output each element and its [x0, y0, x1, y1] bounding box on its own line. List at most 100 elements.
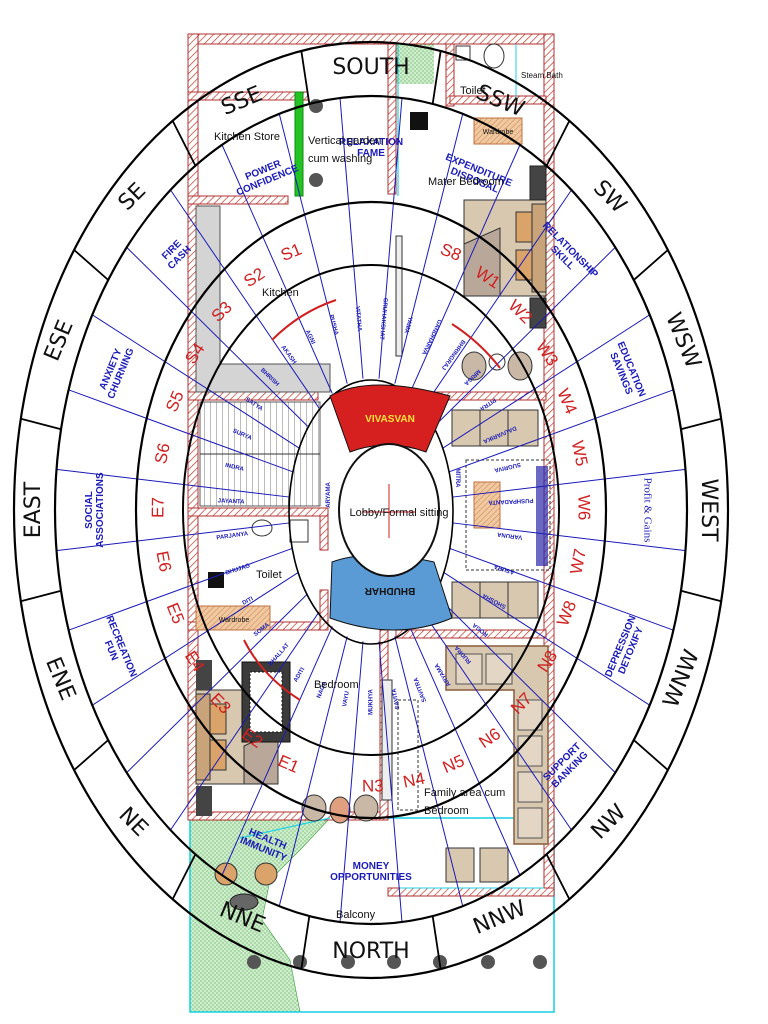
direction-label-east: EAST: [21, 481, 46, 538]
sector-line: [452, 468, 686, 498]
zone-label-e7: E7: [148, 497, 167, 518]
direction-label-ese: ESE: [40, 317, 79, 365]
direction-divider: [431, 50, 442, 105]
deity-label-vayu: VAYU: [342, 691, 351, 708]
deity-label-varuna: VARUNA: [496, 530, 522, 539]
wardrobe-left-box: [195, 605, 271, 631]
bedroom-chairs: [301, 794, 379, 824]
direction-divider: [171, 853, 197, 900]
l-sofa: [445, 645, 549, 883]
cum-washing-label: cum washing: [308, 153, 372, 165]
outer-ring: [12, 40, 730, 980]
sector-line: [449, 547, 674, 631]
wardrobe-top-label: Wardrobe: [483, 129, 514, 136]
direction-divider: [545, 120, 571, 167]
kitchen-store-label: Kitchen Store: [214, 131, 280, 143]
zone-label-n5: N5: [440, 751, 467, 777]
direction-label-north: NORTH: [332, 939, 409, 964]
room-labels: Kitchen Store Vertical garden cum washin…: [214, 71, 563, 921]
sector-line: [378, 97, 403, 379]
deity-label-savitra: SAVITRA: [413, 676, 428, 703]
vivasvan-shape: [329, 384, 451, 453]
sector-line: [68, 547, 293, 631]
direction-boundaries: [20, 50, 722, 970]
tv-unit-top: [410, 112, 428, 130]
direction-label-nnw: NNW: [470, 896, 530, 940]
direction-divider: [680, 417, 722, 431]
wall-bottom-right: [387, 887, 555, 897]
direction-label-south: SOUTH: [332, 55, 409, 80]
wall-stub-1: [319, 589, 329, 631]
wall-toilet-right: [319, 515, 329, 551]
sector-line: [452, 522, 686, 552]
deity-ring: [182, 264, 560, 756]
sector-lines: [56, 97, 686, 923]
toilet-left-label: Toilet: [256, 569, 282, 581]
direction-divider: [300, 50, 311, 105]
direction-divider: [20, 589, 62, 603]
deity-label-indra: INDRA: [224, 463, 245, 473]
steam-bath-label: Steam Bath: [521, 71, 563, 80]
meaning-ring: [134, 200, 608, 820]
potted-plants: [247, 99, 547, 969]
sector-line: [422, 611, 572, 831]
sector-line: [434, 593, 616, 773]
meaning-text: Profit & Gains: [641, 478, 653, 543]
wall-master-divider: [387, 43, 397, 195]
sector-line: [339, 97, 364, 379]
family-bedroom-label: Bedroom: [424, 805, 469, 817]
vastu-overlay: VIVASVAN BHUDHAR Lobby/Formal sitting AR…: [12, 40, 730, 980]
wall-family-top: [395, 629, 547, 639]
kitchen-label: Kitchen: [262, 287, 299, 299]
master-bedroom-label: Mater Bedroom: [428, 176, 504, 188]
balcony-seating: [214, 862, 278, 911]
direction-label-ene: ENE: [40, 654, 80, 704]
deity-label-agni: AGNI: [304, 329, 316, 345]
zone-label-w3: W3: [532, 338, 562, 370]
mitra-label: MITRA: [454, 469, 460, 489]
wall-steam: [445, 43, 455, 107]
meaning-label-west: Profit & Gains: [641, 478, 653, 543]
dining-outline: [397, 699, 419, 811]
sector-line: [92, 571, 299, 706]
direction-divider: [73, 249, 109, 281]
sector-line: [278, 636, 348, 907]
sector-line: [170, 611, 320, 831]
sector-line: [339, 641, 364, 923]
zone-label-w5: W5: [568, 439, 592, 468]
deity-label-gruhakshat: GRUHAKSHAT: [378, 297, 388, 340]
bhudhar-label: BHUDHAR: [364, 585, 415, 596]
aryama-label: ARYAMA: [326, 482, 332, 508]
deity-label-parjanya: PARJANYA: [216, 531, 249, 541]
sector-line: [126, 247, 308, 427]
deity-label-yama: YAMA: [402, 316, 413, 335]
sector-line: [92, 314, 299, 449]
meaning-text: ASSOCIATIONS: [95, 472, 106, 548]
meaning-text: OPPORTUNITIES: [330, 872, 412, 883]
direction-divider: [680, 589, 722, 603]
direction-divider: [20, 417, 62, 431]
wall-toilet-top: [187, 507, 329, 517]
zone-label-e1: E1: [275, 751, 302, 777]
deity-label-mukhya: MUKHYA: [369, 688, 375, 714]
deity-label-diti: DITI: [242, 596, 255, 607]
sector-line: [278, 113, 348, 384]
deity-label-bhujag: BHUJAG: [225, 563, 251, 577]
vivasvan-label: VIVASVAN: [365, 414, 415, 425]
deity-label-gandharva: GANDHARVA: [420, 318, 442, 356]
deity-label-savita: SAVITA: [392, 687, 402, 709]
direction-divider: [431, 915, 442, 970]
sector-line: [449, 389, 674, 473]
deity-label-jayanta: JAYANTA: [218, 498, 246, 505]
direction-divider: [300, 915, 311, 970]
basin-left: [289, 519, 309, 543]
wc-left: [251, 519, 273, 537]
sofa-set-west: [451, 409, 551, 619]
zone-label-n4: N4: [401, 769, 426, 792]
